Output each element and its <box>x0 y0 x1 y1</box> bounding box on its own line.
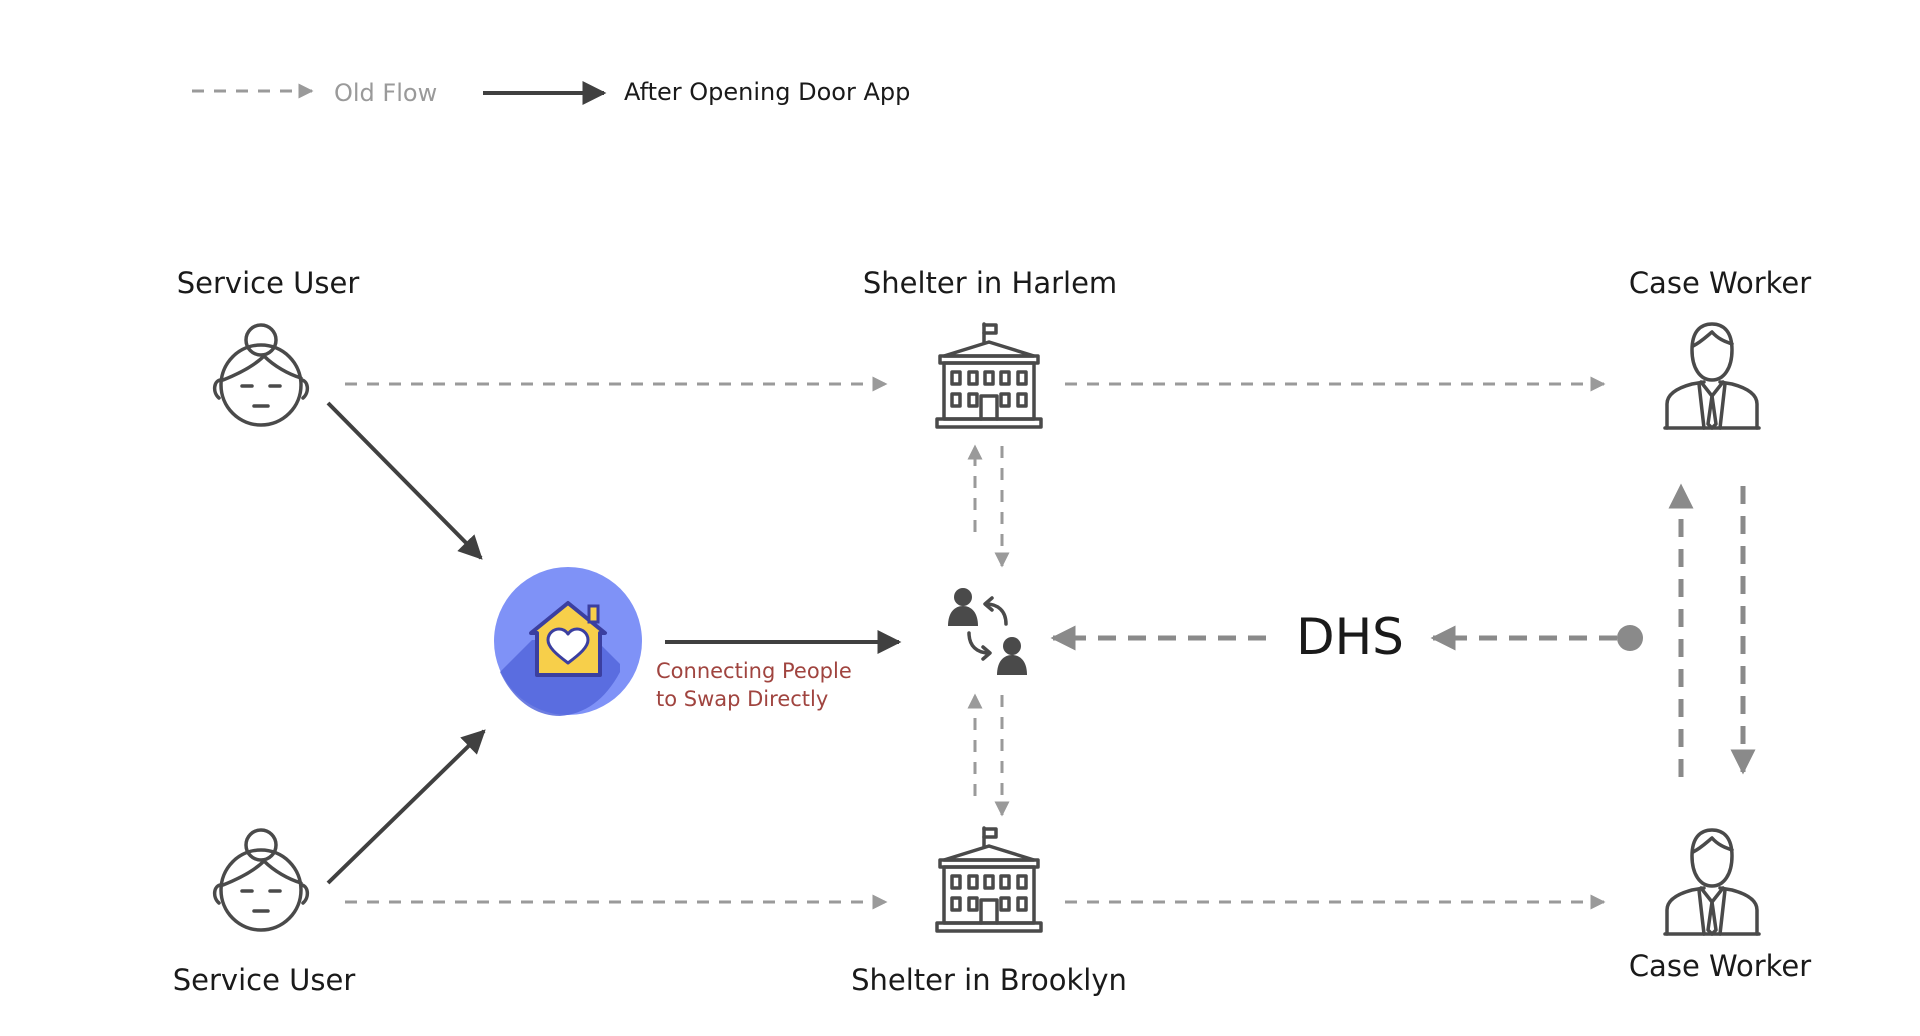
app-caption-line1: Connecting People <box>656 659 852 683</box>
shelter-bottom-icon <box>935 826 1043 933</box>
case-worker-top-label: Case Worker <box>1629 266 1811 300</box>
swap-people-icon <box>948 588 1027 675</box>
case-worker-bottom-icon <box>1663 828 1761 936</box>
case-worker-top-icon <box>1663 322 1761 430</box>
arrow-user-top-to-app <box>326 401 483 560</box>
app-caption-line2: to Swap Directly <box>656 687 828 711</box>
opening-door-app-icon <box>494 567 642 716</box>
service-user-bottom-icon <box>212 828 310 932</box>
shelter-bottom-label: Shelter in Brooklyn <box>851 963 1127 997</box>
arrow-user-bottom-to-app <box>326 729 486 885</box>
new-flow-arrows <box>326 401 902 885</box>
legend-new-flow-label: After Opening Door App <box>624 78 910 106</box>
legend-old-flow-label: Old Flow <box>334 79 437 107</box>
service-user-bottom-label: Service User <box>173 963 356 997</box>
dhs-label: DHS <box>1296 608 1404 666</box>
shelter-top-icon <box>935 322 1043 429</box>
case-worker-bottom-label: Case Worker <box>1629 949 1811 983</box>
service-user-top-icon <box>212 323 310 427</box>
case-worker-flow-dot <box>1617 625 1643 651</box>
old-flow-arrows <box>345 376 1756 910</box>
shelter-top-label: Shelter in Harlem <box>863 266 1117 300</box>
service-user-top-label: Service User <box>177 266 360 300</box>
legend: Old Flow After Opening Door App <box>192 78 910 107</box>
